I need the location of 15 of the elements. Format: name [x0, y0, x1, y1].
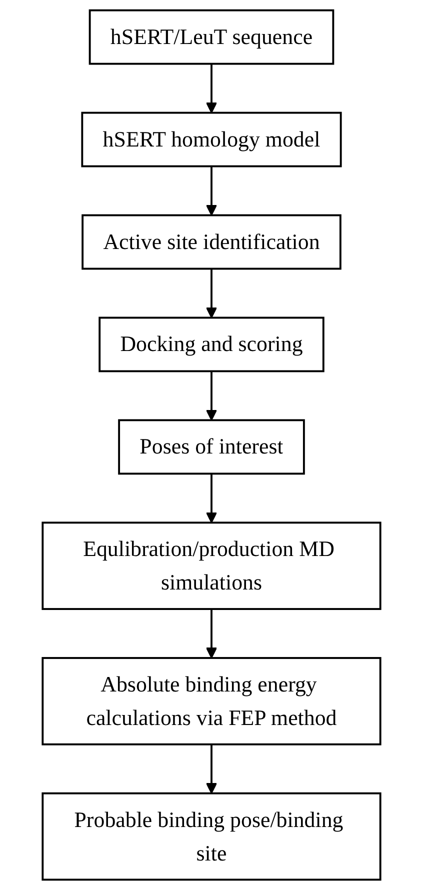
- node-box: Docking and scoring: [98, 316, 324, 372]
- arrow: [206, 268, 218, 318]
- arrow: [206, 744, 218, 794]
- arrow: [206, 474, 218, 524]
- node-box: hSERT/LeuT sequence: [88, 9, 334, 65]
- node-box: Poses of interest: [118, 419, 305, 475]
- arrow: [206, 166, 218, 216]
- node-box: Absolute binding energy calculations via FEP method: [42, 657, 382, 746]
- arrow: [206, 64, 218, 114]
- node-box: hSERT homology model: [81, 112, 342, 168]
- node-box: Probable binding pose/binding site: [42, 792, 382, 881]
- node-box: Active site identification: [82, 214, 342, 270]
- node-box: Equlibration/production MD simulations: [42, 522, 382, 610]
- arrow: [206, 371, 218, 421]
- arrow: [206, 609, 218, 658]
